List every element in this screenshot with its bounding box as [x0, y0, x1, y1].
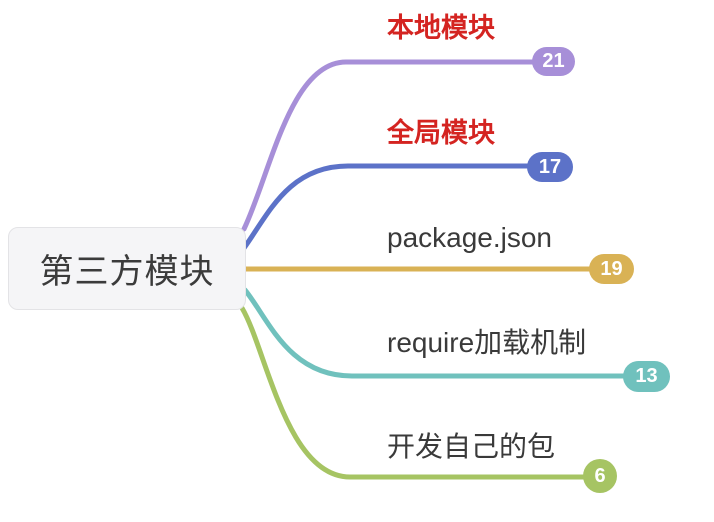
branch-curve-global-modules: [241, 163, 532, 251]
count-badge-global-modules[interactable]: 17: [527, 152, 573, 182]
branch-topic-require-mechanism[interactable]: require加载机制: [387, 327, 587, 358]
branch-curve-local-modules: [241, 59, 537, 232]
count-badge-require-mechanism[interactable]: 13: [623, 361, 670, 392]
branch-topic-package-json[interactable]: package.json: [387, 222, 553, 253]
branch-curve-own-package: [239, 305, 588, 480]
count-badge-local-modules[interactable]: 21: [532, 47, 575, 76]
branch-curve-require-mechanism: [242, 287, 628, 379]
root-topic-node[interactable]: 第三方模块: [8, 227, 246, 310]
branch-topic-local-modules[interactable]: 本地模块: [387, 13, 495, 43]
count-badge-package-json[interactable]: 19: [589, 254, 634, 284]
root-topic-label: 第三方模块: [39, 253, 215, 291]
count-badge-own-package[interactable]: 6: [583, 459, 617, 493]
branch-topic-global-modules[interactable]: 全局模块: [387, 118, 495, 148]
branch-topic-own-package[interactable]: 开发自己的包: [387, 431, 556, 462]
